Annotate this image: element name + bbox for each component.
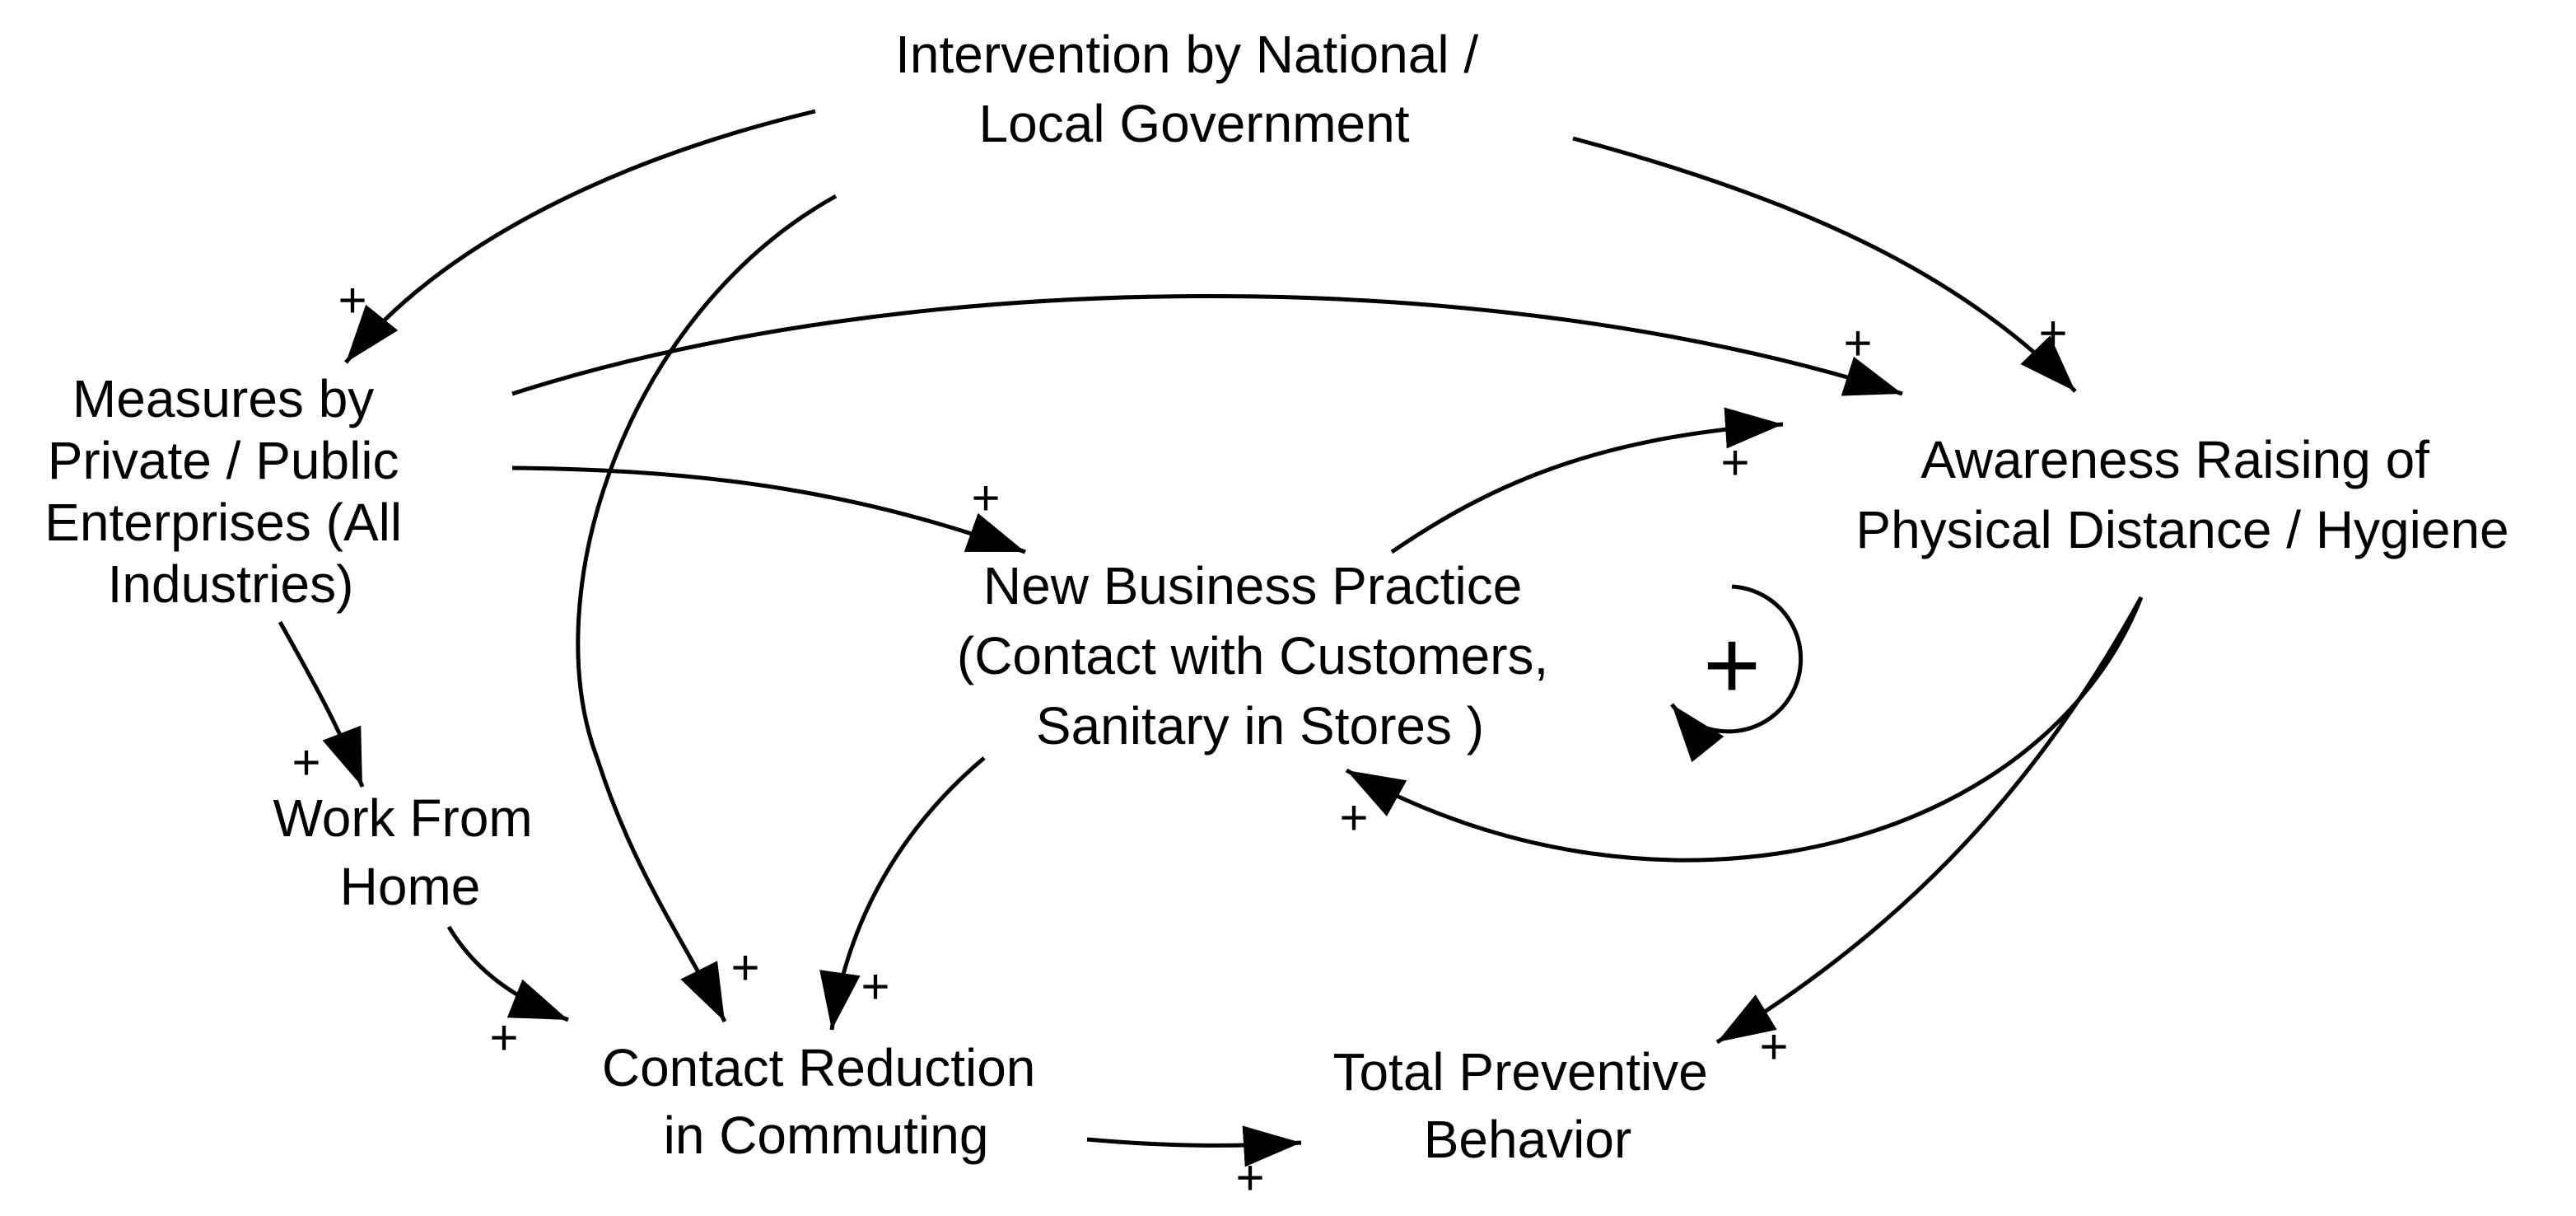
polarity-awareness-business: + [1339,790,1368,845]
reinforcing-loop-symbol: + [1670,584,1804,763]
node-measures-line-4: Industries) [108,554,354,614]
node-wfh-line-1: Work From [273,788,532,848]
node-government-line-1: Intervention by National / [895,25,1478,84]
node-preventive-line-1: Total Preventive [1332,1042,1707,1101]
edge-government-to-commuting [576,194,838,1023]
edge-wfh-to-commuting [446,925,569,1022]
polarity-government-awareness: + [2038,306,2067,361]
edge-measures-to-wfh [278,620,365,788]
node-commuting-line-1: Contact Reduction [602,1038,1036,1097]
polarity-marks: + + + + + + + + + + + + [292,273,2067,1205]
node-measures-line-3: Enterprises (All [44,493,402,552]
edge-measures-to-business [511,465,1026,554]
polarity-wfh-commuting: + [489,1010,518,1065]
node-commuting: Contact Reduction in Commuting [602,1038,1050,1165]
edge-awareness-to-preventive [1715,596,2144,1045]
edge-government-to-measures [344,109,816,364]
node-measures-line-1: Measures by [72,369,374,428]
node-measures: Measures by Private / Public Enterprises… [44,369,417,614]
edge-business-to-commuting [819,756,986,1031]
node-preventive: Total Preventive Behavior [1332,1042,1722,1169]
node-wfh-line-2: Home [340,857,481,916]
node-business-line-2: (Contact with Customers, [957,626,1548,685]
node-government-line-2: Local Government [979,94,1410,153]
polarity-measures-business: + [971,470,1000,526]
polarity-business-commuting: + [861,959,889,1014]
polarity-awareness-preventive: + [1759,1019,1788,1074]
loop-circular-arrow [1670,584,1804,763]
node-business-line-1: New Business Practice [983,556,1522,615]
node-awareness-line-2: Physical Distance / Hygiene [1855,500,2508,559]
polarity-government-measures: + [338,273,366,328]
edge-commuting-to-preventive [1086,1125,1302,1167]
polarity-measures-awareness: + [1843,316,1872,371]
polarity-commuting-preventive: + [1235,1150,1264,1205]
node-government: Intervention by National / Local Governm… [895,25,1493,153]
node-measures-line-2: Private / Public [48,431,399,490]
polarity-business-awareness: + [1720,435,1749,490]
polarity-government-commuting: + [730,940,759,995]
polarity-measures-wfh: + [292,735,320,790]
node-awareness-line-1: Awareness Raising of [1920,430,2429,489]
node-business: New Business Practice (Contact with Cust… [957,556,1563,755]
edge-business-to-awareness [1390,407,1784,554]
edge-government-to-awareness [1572,136,2077,393]
node-preventive-line-2: Behavior [1424,1110,1632,1169]
node-business-line-3: Sanitary in Stores ) [1036,696,1484,755]
node-wfh: Work From Home [273,788,547,916]
node-commuting-line-2: in Commuting [664,1106,989,1165]
loop-polarity-sign: + [1703,610,1761,720]
edge-measures-to-awareness [511,294,1903,396]
node-awareness: Awareness Raising of Physical Distance /… [1855,430,2508,559]
